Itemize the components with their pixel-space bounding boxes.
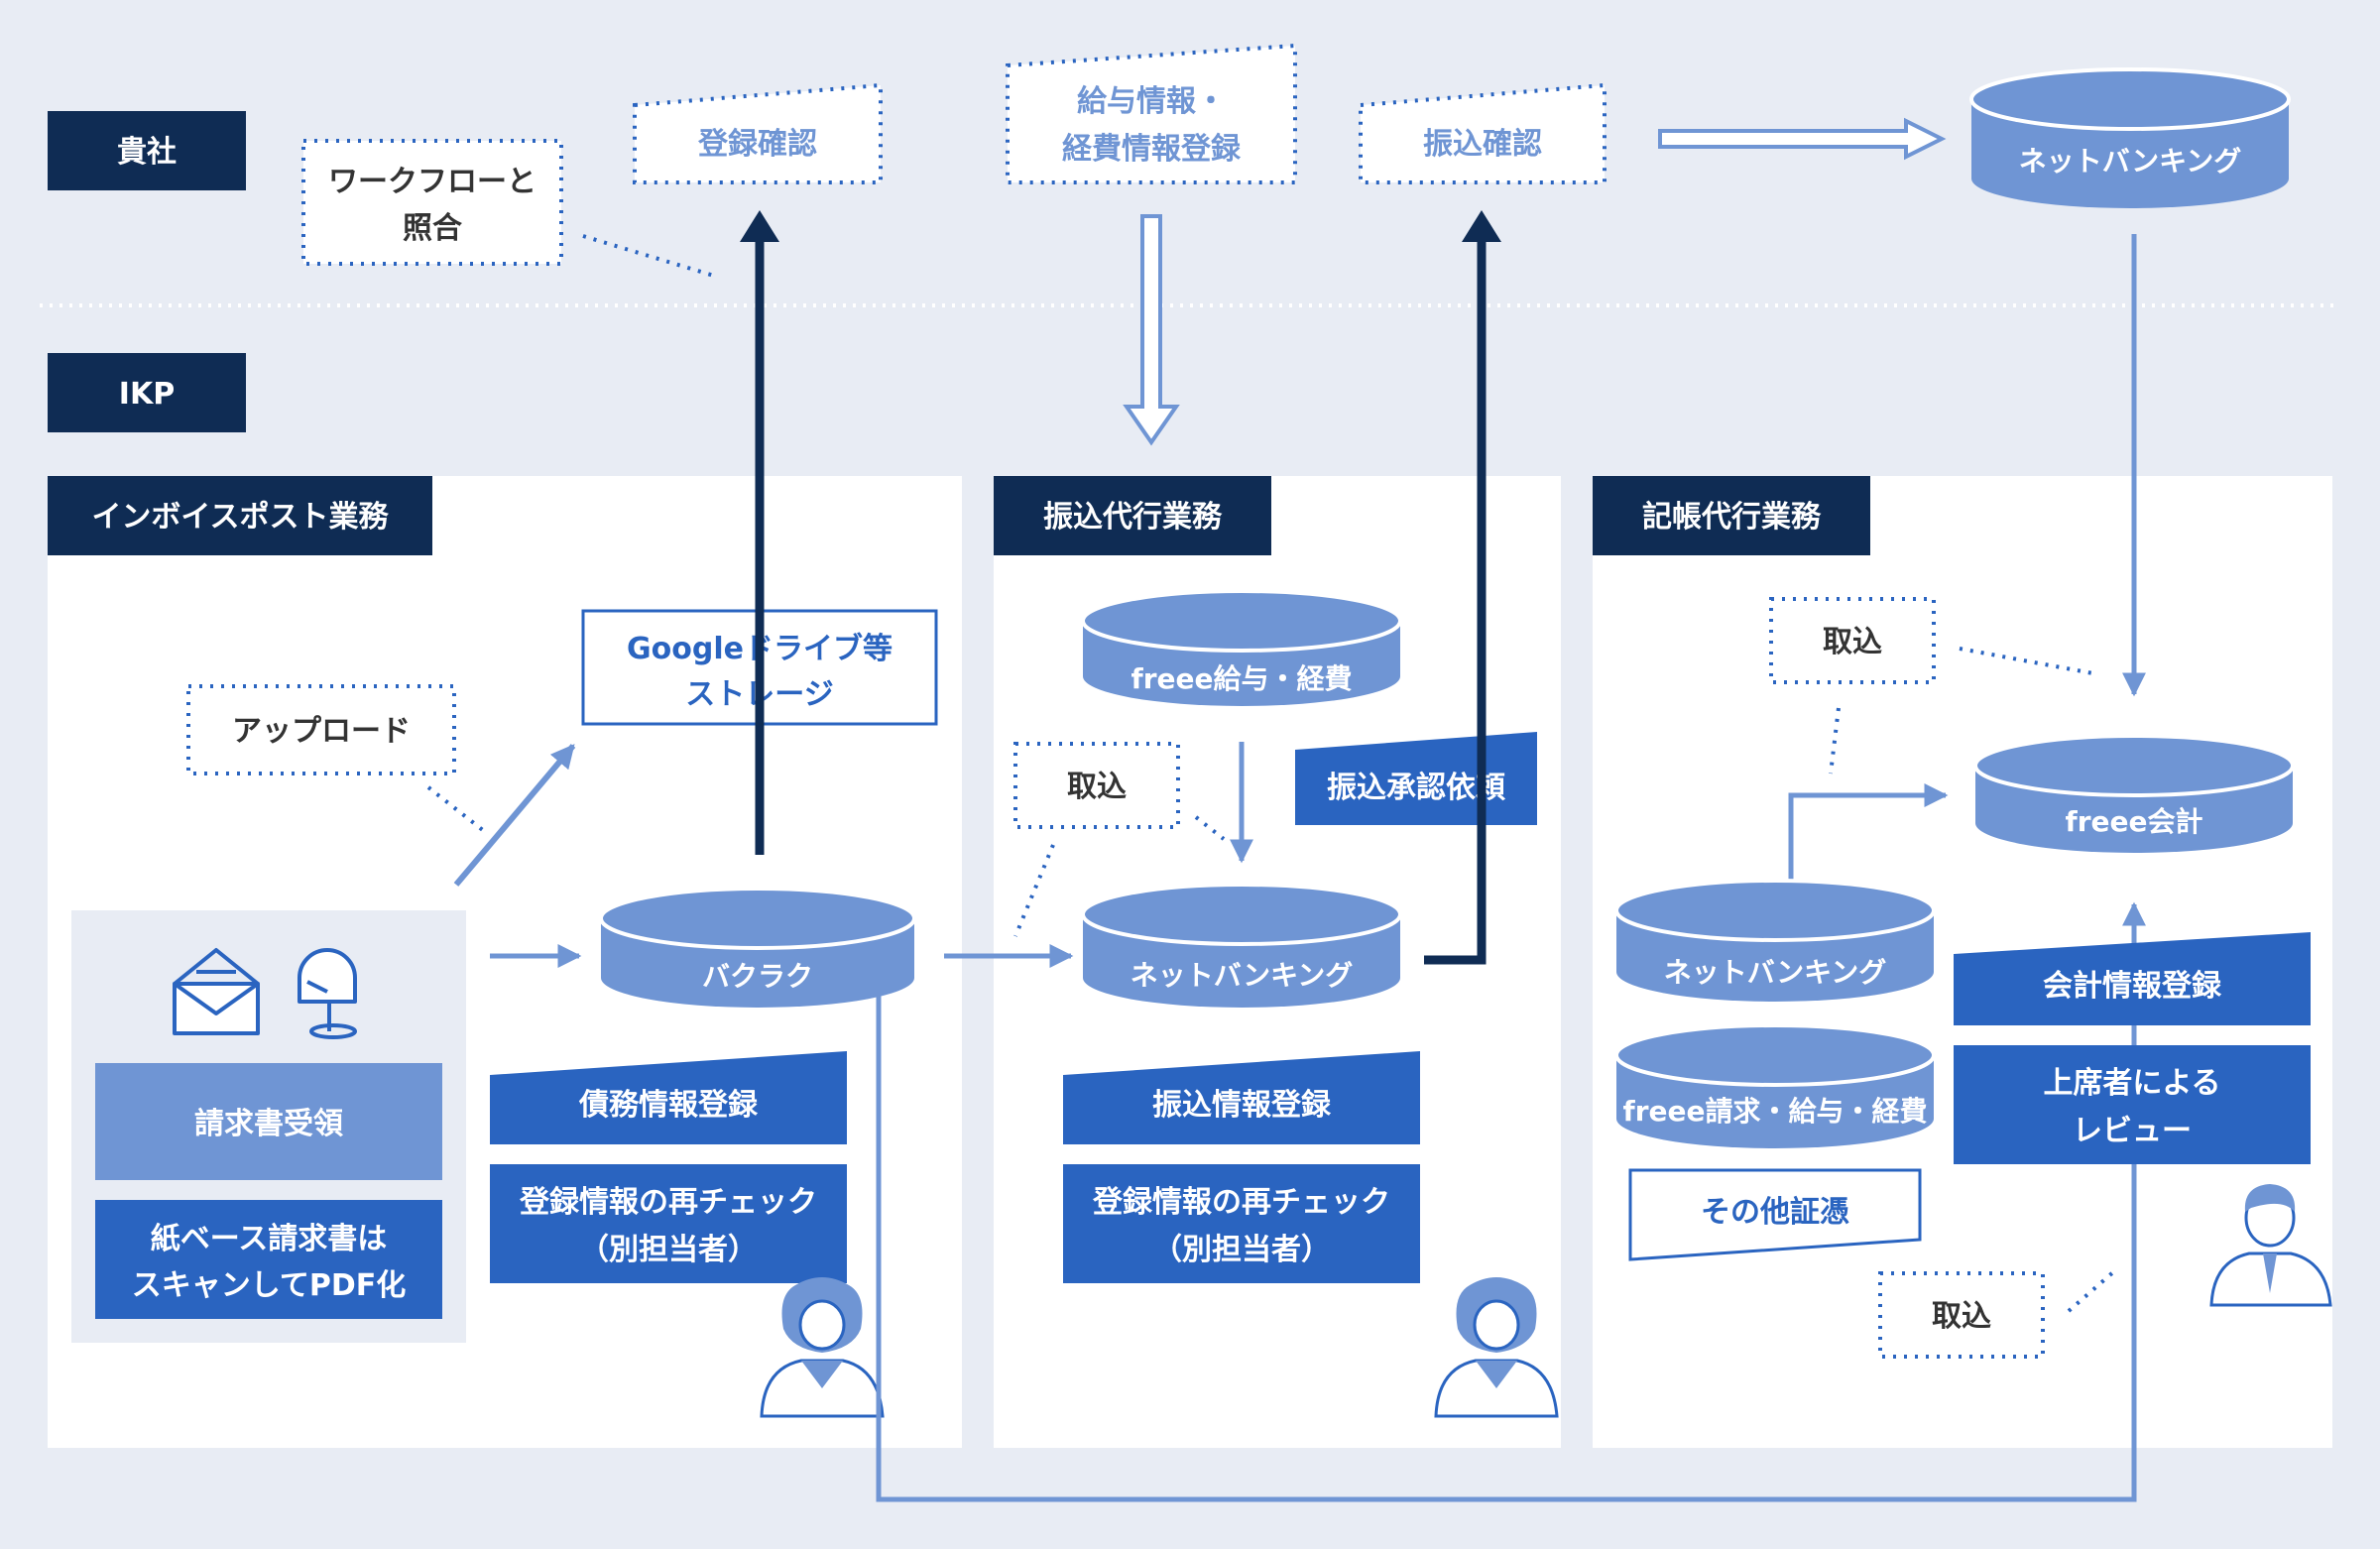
upload-box: アップロード: [186, 684, 456, 775]
ikp-section-label: IKP: [48, 353, 246, 432]
bookkeeping-title: 記帳代行業務: [1593, 476, 1870, 555]
other-vouchers-label: その他証憑: [1701, 1195, 1849, 1230]
transfer-netbanking-cylinder: ネットバンキング: [1081, 883, 1402, 1008]
registration-check-box: 登録確認: [633, 82, 883, 184]
navy-arrow-to-transfer-check: [1424, 234, 1487, 965]
accounting-registration-label: 会計情報登録: [2043, 969, 2222, 1004]
upload-label: アップロード: [232, 714, 411, 749]
invoice-recheck-box: 登録情報の再チェック （別担当者）: [490, 1164, 847, 1283]
client-label: 貴社: [117, 135, 177, 170]
transfer-registration-box: 振込情報登録: [1063, 1051, 1420, 1144]
hollow-arrow-to-client-netbanking: [1658, 117, 1947, 161]
transfer-registration-label: 振込情報登録: [1152, 1088, 1332, 1123]
workflow-match-box: ワークフローと 照合: [301, 139, 563, 266]
invoice-receipt-group: 請求書受領 紙ベース請求書は スキャンしてPDF化: [71, 910, 466, 1343]
transfer-agency-title: 振込代行業務: [994, 476, 1271, 555]
bookkeeping-import-top-connector-a: [1959, 647, 2099, 676]
paper-scan-line-1: 紙ベース請求書は: [151, 1222, 388, 1256]
freee-invoice-label: freee請求・給与・経費: [1623, 1095, 1928, 1128]
invoice-recheck-line-1: 登録情報の再チェック: [519, 1185, 817, 1220]
bookkeeping-import-bottom-label: 取込: [1932, 1299, 1991, 1334]
payroll-line-1: 給与情報・: [1077, 84, 1226, 119]
female-staff-icon: [1434, 1277, 1559, 1418]
bakuraku-cylinder: バクラク: [599, 887, 916, 1008]
approval-request-label: 振込承認依頼: [1327, 771, 1506, 805]
male-staff-icon: [2209, 1184, 2332, 1307]
hollow-arrow-payroll-down: [1123, 214, 1180, 446]
accounting-registration-box: 会計情報登録: [1954, 932, 2311, 1025]
paper-scan-line-2: スキャンしてPDF化: [132, 1268, 406, 1303]
other-vouchers-box: その他証憑: [1628, 1168, 1922, 1261]
freee-invoice-cylinder: freee請求・給与・経費: [1614, 1023, 1936, 1148]
review-line-1: 上席者による: [2043, 1066, 2220, 1101]
freee-accounting-cylinder: freee会計: [1973, 734, 2295, 853]
transfer-recheck-box: 登録情報の再チェック （別担当者）: [1063, 1164, 1420, 1283]
registration-check-label: 登録確認: [697, 127, 817, 162]
bookkeeping-import-top-label: 取込: [1823, 625, 1882, 659]
client-section-label: 貴社: [48, 111, 246, 190]
payroll-expense-box: 給与情報・ 経費情報登録: [1006, 43, 1297, 184]
navy-arrowhead-registration: [740, 210, 779, 242]
bookkeeping-import-top-connector-b: [1829, 707, 1841, 774]
bakuraku-to-freee-accounting-line: [876, 901, 2146, 1502]
bakuraku-label: バクラク: [702, 960, 813, 993]
invoice-post-title: インボイスポスト業務: [48, 476, 432, 555]
review-box: 上席者による レビュー: [1954, 1045, 2311, 1164]
workflow-line-2: 照合: [403, 211, 462, 246]
review-line-2: レビュー: [2073, 1114, 2192, 1148]
bookkeeping-title-label: 記帳代行業務: [1642, 500, 1822, 535]
payroll-line-2: 経費情報登録: [1062, 132, 1242, 167]
freee-accounting-label: freee会計: [2066, 805, 2203, 838]
transfer-import-label: 取込: [1067, 770, 1127, 804]
female-staff-icon: [760, 1277, 885, 1418]
upload-connector-dotted: [426, 785, 486, 833]
approval-request-box: 振込承認依頼: [1295, 732, 1537, 825]
bookkeeping-import-top-box: 取込: [1769, 597, 1936, 684]
navy-arrowhead-transfer: [1462, 210, 1501, 242]
freee-payroll-label: freee給与・経費: [1131, 662, 1353, 695]
transfer-import-box: 取込: [1013, 742, 1180, 829]
workflow-line-1: ワークフローと: [328, 165, 536, 199]
freee-payroll-cylinder: freee給与・経費: [1081, 589, 1402, 706]
transfer-recheck-line-2: （別担当者）: [1152, 1233, 1331, 1267]
bookkeeping-netbanking-label: ネットバンキング: [1664, 956, 1887, 989]
transfer-recheck-line-1: 登録情報の再チェック: [1092, 1185, 1390, 1220]
transfer-netbanking-label: ネットバンキング: [1130, 959, 1354, 992]
transfer-check-box: 振込確認: [1359, 82, 1606, 184]
invoice-recheck-line-2: （別担当者）: [579, 1233, 758, 1267]
mailbox-icon: [298, 948, 357, 1039]
client-netbanking-label: ネットバンキング: [2019, 145, 2242, 178]
invoice-receipt-label: 請求書受領: [194, 1107, 343, 1141]
debt-registration-box: 債務情報登録: [490, 1051, 847, 1144]
bookkeeping-import-bottom-box: 取込: [1878, 1271, 2045, 1359]
client-netbanking-cylinder: ネットバンキング: [1969, 67, 2291, 208]
ikp-label: IKP: [119, 377, 175, 412]
invoice-post-title-label: インボイスポスト業務: [91, 500, 389, 535]
debt-registration-label: 債務情報登録: [578, 1088, 759, 1123]
transfer-agency-title-label: 振込代行業務: [1043, 500, 1223, 535]
workflow-connector-dotted: [582, 234, 715, 278]
arrow-bookkeeping-netbanking-to-freee-accounting: [1788, 783, 1949, 883]
bookkeeping-netbanking-cylinder: ネットバンキング: [1614, 879, 1936, 1002]
arrow-to-storage: [453, 744, 576, 887]
transfer-check-label: 振込確認: [1423, 127, 1542, 162]
mail-envelope-icon: [173, 948, 260, 1035]
